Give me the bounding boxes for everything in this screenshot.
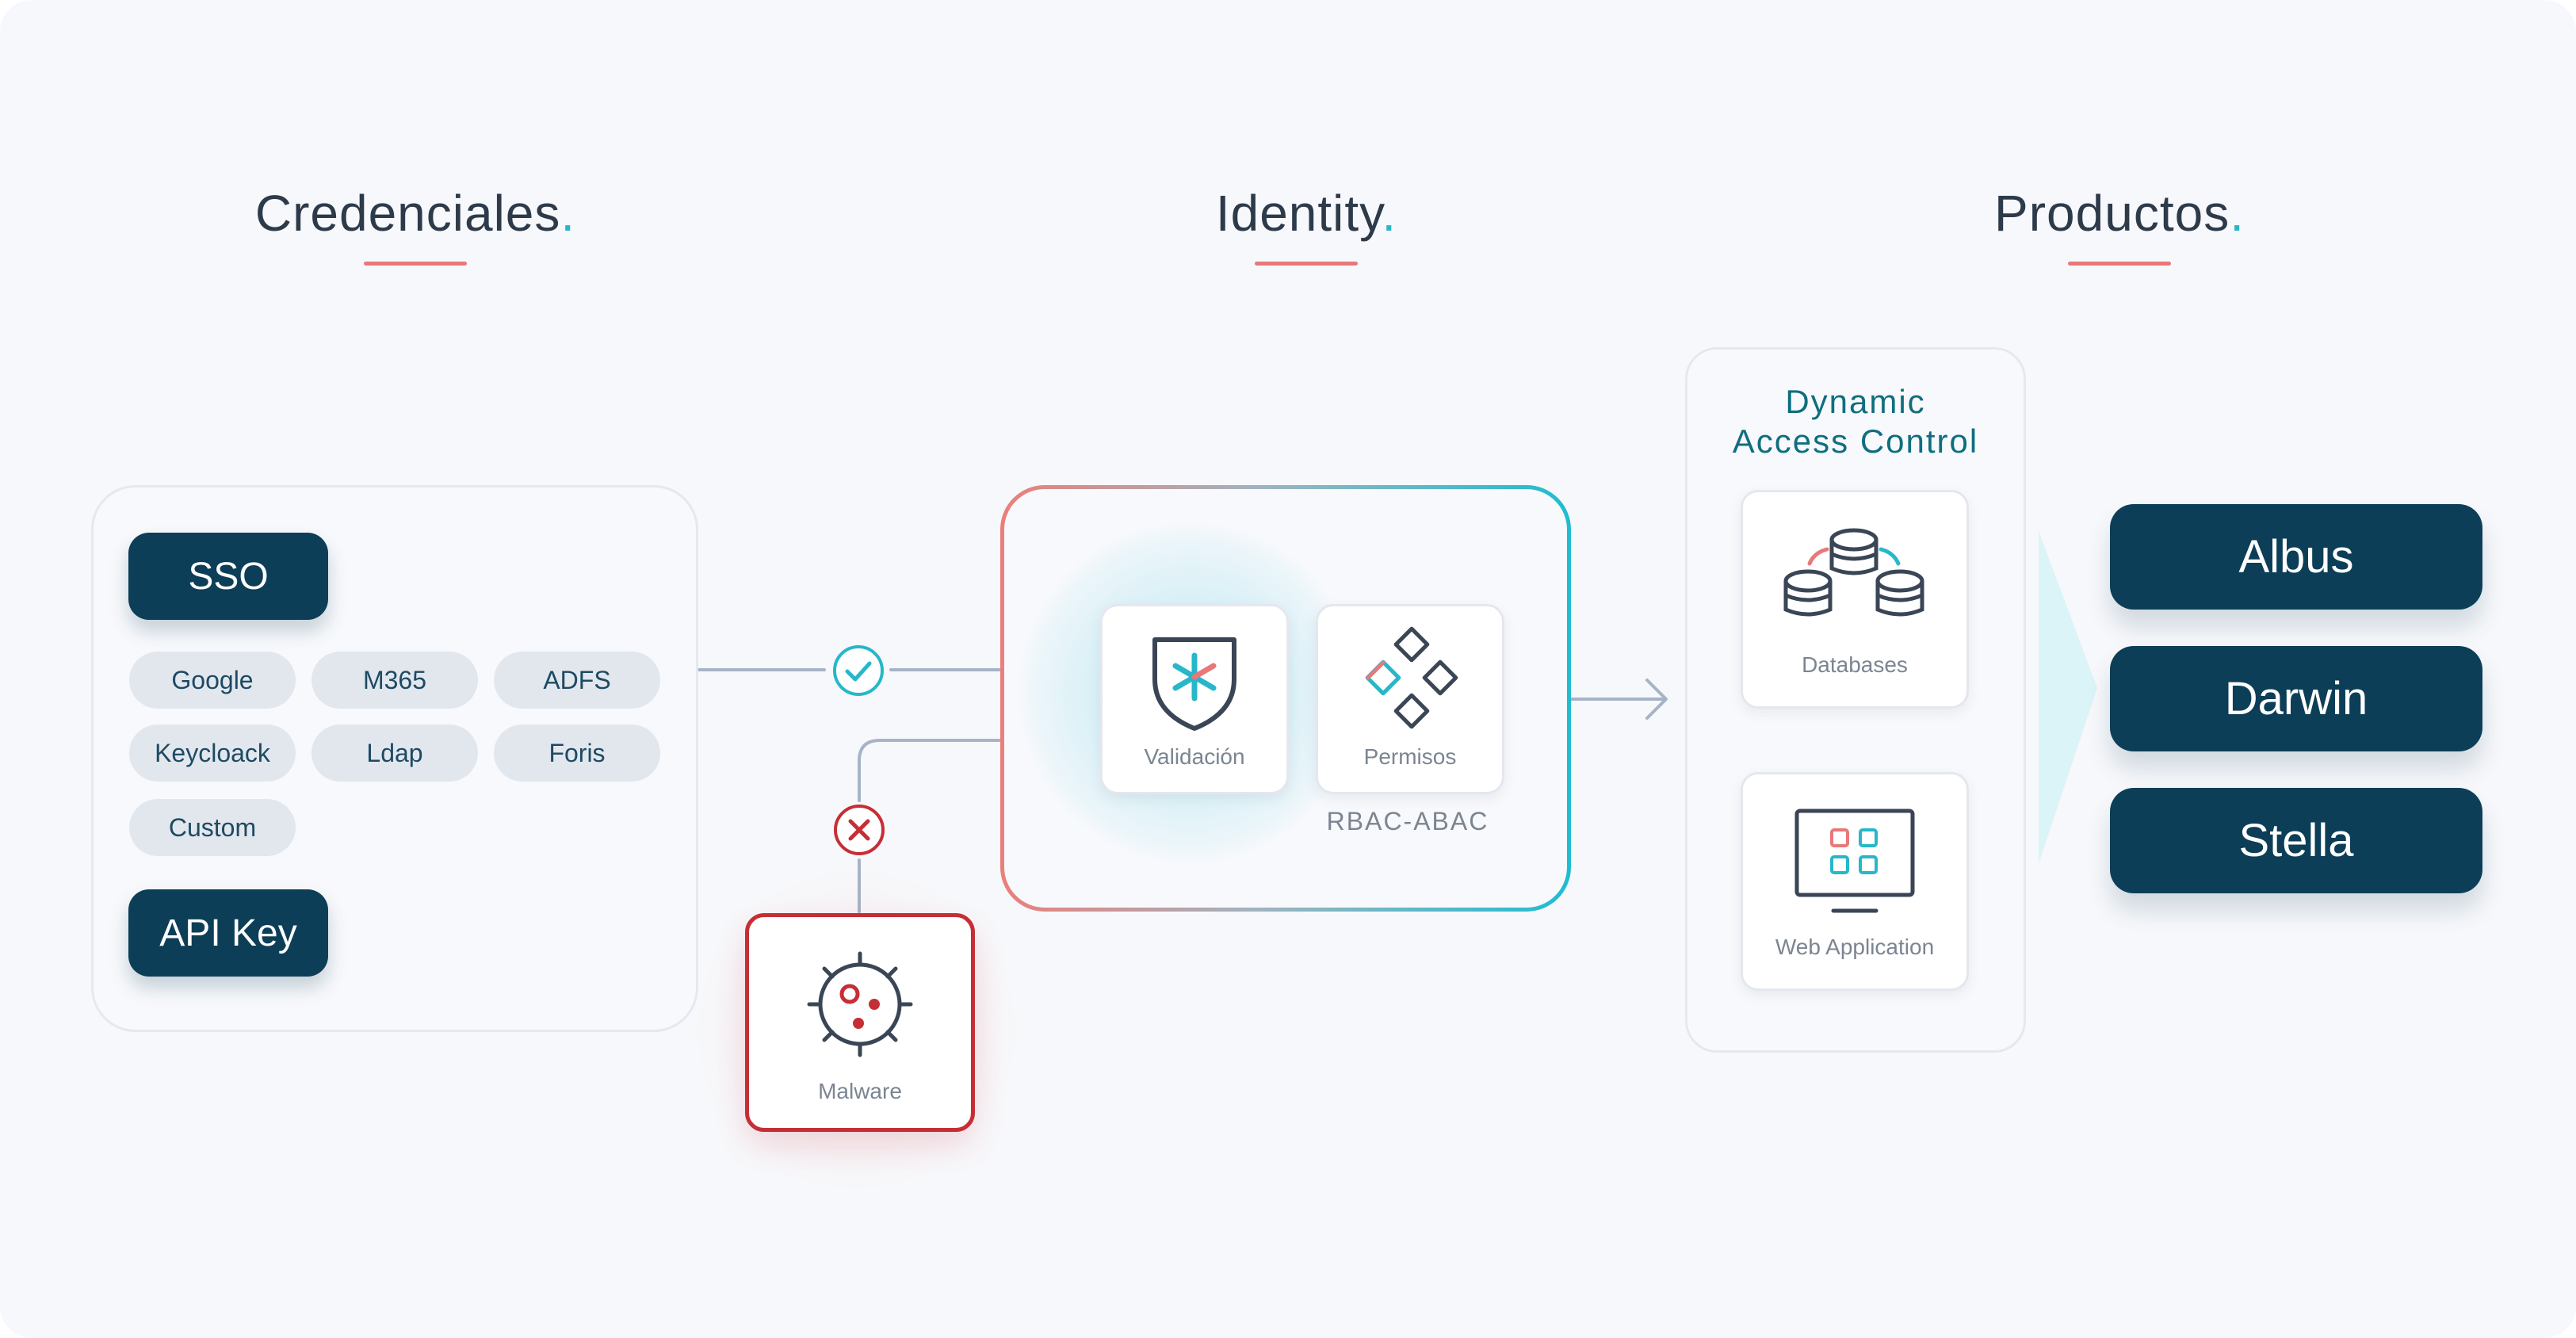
permissions-label: Permisos — [1363, 744, 1457, 769]
databases-label: Databases — [1802, 652, 1908, 677]
chevron-glow — [2039, 531, 2097, 864]
heading-productos: Productos. — [1994, 185, 2245, 242]
permissions-card[interactable]: Permisos — [1316, 604, 1504, 794]
provider-m365[interactable]: M365 — [311, 652, 478, 709]
product-stella-button[interactable]: Stella — [2110, 788, 2482, 893]
validation-label: Validación — [1144, 744, 1245, 769]
diamonds-icon — [1365, 626, 1458, 729]
sso-button[interactable]: SSO — [128, 533, 328, 620]
x-icon — [834, 805, 885, 855]
database-icon — [1783, 528, 1924, 617]
api-key-button[interactable]: API Key — [128, 889, 328, 977]
rbac-abac-label: RBAC-ABAC — [1326, 807, 1489, 835]
databases-card[interactable]: Databases — [1741, 490, 1969, 709]
underline-productos — [2068, 262, 2171, 266]
product-albus-button[interactable]: Albus — [2110, 504, 2482, 610]
access-control-title: Dynamic Access Control — [1732, 383, 1979, 460]
underline-identity — [1255, 262, 1358, 266]
shield-asterisk-icon — [1152, 637, 1236, 731]
product-darwin-button[interactable]: Darwin — [2110, 646, 2482, 751]
provider-google[interactable]: Google — [129, 652, 296, 709]
malware-card[interactable]: Malware — [745, 913, 975, 1132]
validation-card[interactable]: Validación — [1100, 604, 1289, 794]
heading-identity: Identity. — [1215, 185, 1397, 242]
webapp-card[interactable]: Web Application — [1741, 772, 1969, 991]
check-icon — [833, 645, 884, 696]
malware-label: Malware — [818, 1079, 902, 1103]
heading-credenciales: Credenciales. — [254, 185, 576, 242]
webapp-label: Web Application — [1775, 935, 1935, 959]
provider-keycloack[interactable]: Keycloack — [129, 724, 296, 782]
provider-ldap[interactable]: Ldap — [311, 724, 478, 782]
provider-adfs[interactable]: ADFS — [494, 652, 660, 709]
monitor-grid-icon — [1794, 809, 1915, 913]
provider-custom[interactable]: Custom — [129, 799, 296, 856]
provider-foris[interactable]: Foris — [494, 724, 660, 782]
underline-credenciales — [364, 262, 467, 266]
virus-icon — [807, 951, 913, 1057]
